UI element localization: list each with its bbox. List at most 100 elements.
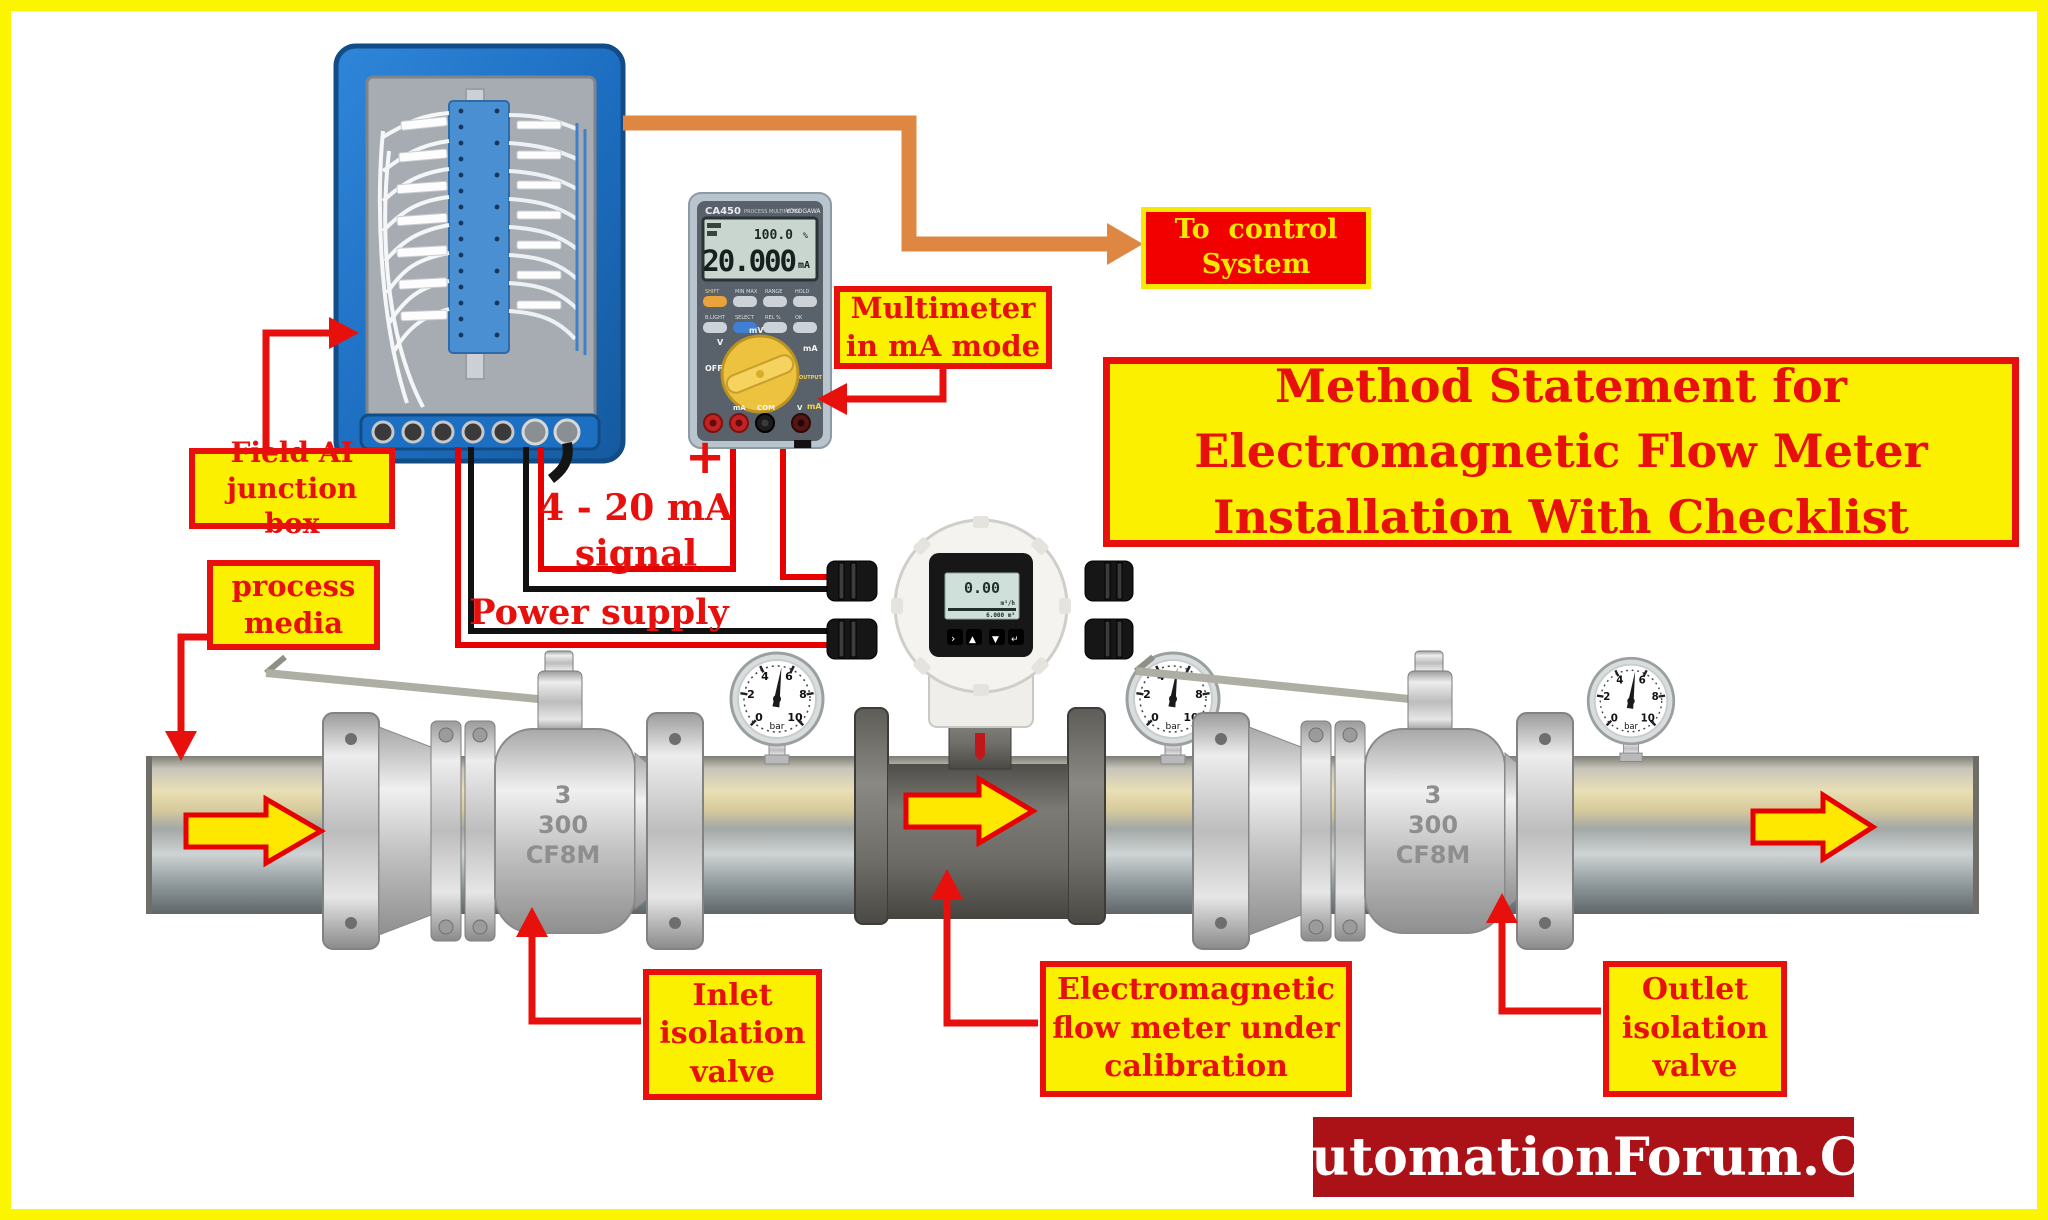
lcd-main-value: 20.000 xyxy=(702,244,795,278)
multimeter-mode-text: Multimeter in mA mode xyxy=(845,291,1041,363)
process-media-text: process media xyxy=(231,568,356,640)
multimeter-terminals: mA COM V xyxy=(703,404,811,433)
inlet-isolation-valve: 3 300 CF8M xyxy=(264,650,704,950)
gauge-tick: 8 xyxy=(1195,688,1203,701)
title-box: Method Statement for Electromagnetic Flo… xyxy=(1103,357,2019,547)
cable-glands xyxy=(359,413,601,483)
signal-and-power-wires xyxy=(455,445,835,648)
inlet-valve-text: Inlet isolation valve xyxy=(659,977,806,1090)
multimeter-lcd: 100.0 % 20.000 mA xyxy=(701,216,819,282)
gauge-unit: bar xyxy=(1624,721,1638,731)
flow-arrows xyxy=(183,774,1878,868)
transmitter-buttons: › ▲ ▼ ↵ xyxy=(947,629,1024,645)
btn-label: HOLD xyxy=(795,289,809,295)
gauge-tick: 6 xyxy=(785,670,793,683)
multimeter: CA450 PROCESS MULTIMETER YOKOGAWA 100.0 … xyxy=(688,192,832,449)
wire-signal-black xyxy=(523,447,835,592)
callout-arrowheads xyxy=(165,317,1518,937)
inlet-valve-label: Inlet isolation valve xyxy=(643,969,822,1100)
gauge-tick: 2 xyxy=(1143,688,1151,701)
dial-ma-label: mA xyxy=(803,344,818,353)
em-flow-meter-label: Electromagnetic flow meter under calibra… xyxy=(1040,961,1352,1097)
wire-power-black xyxy=(468,447,835,634)
callout-connectors xyxy=(177,329,1601,1027)
valve-marking: 300 xyxy=(1408,811,1458,839)
valve-marking: CF8M xyxy=(526,841,601,869)
btn-label: REL % xyxy=(765,315,781,321)
outlet-isolation-valve: 3 300 CF8M xyxy=(1134,650,1574,950)
lcd-main-unit: mA xyxy=(798,260,810,271)
polarity-plus-label: + xyxy=(685,429,725,485)
btn-label: SHIFT xyxy=(705,289,720,295)
outlet-valve-label: Outlet isolation valve xyxy=(1603,961,1787,1097)
logo-banner: AutomationForum.Co xyxy=(1271,1117,1896,1197)
valve-marking: 3 xyxy=(1425,781,1442,809)
field-junction-box-label: Field AI junction box xyxy=(189,436,395,540)
flow-transmitter: 0.00 m³/h 6.000 m³ › ▲ ▼ ↵ xyxy=(826,516,1134,728)
power-supply-text: Power supply xyxy=(469,591,729,633)
btn-label: B.LIGHT xyxy=(705,315,726,321)
connector-flow-meter xyxy=(943,895,1038,1027)
gauge-tick: 8 xyxy=(799,688,807,701)
power-supply-label: Power supply xyxy=(459,591,739,633)
connector-process-media xyxy=(177,633,207,733)
gauge-tick: 4 xyxy=(1616,675,1623,686)
gauge-unit: bar xyxy=(770,722,785,732)
svg-text:›: › xyxy=(951,632,955,645)
diagram-graphics: CA450 PROCESS MULTIMETER YOKOGAWA 100.0 … xyxy=(146,43,1979,1027)
gauge-tick: 6 xyxy=(1639,675,1646,686)
pressure-gauge-upstream: 0 2 4 6 8 10 bar xyxy=(729,651,825,765)
pressure-gauge-downstream: 0 2 4 6 8 10 bar xyxy=(1586,656,1676,762)
transmitter-lcd-unit: m³/h xyxy=(1001,600,1016,607)
dial-mv-label: mV xyxy=(749,326,764,335)
signal-4-20ma-text: 4 - 20 mA signal xyxy=(539,486,733,575)
flow-arrow-middle xyxy=(903,774,1038,848)
valve-marking: 3 xyxy=(555,781,572,809)
gauge-tick: 8 xyxy=(1652,692,1659,703)
to-control-system-text: To control System xyxy=(1174,214,1338,280)
wire-signal-red-from-meter xyxy=(780,445,835,580)
wire-ferrules xyxy=(396,116,448,322)
logo-text: AutomationForum.Co xyxy=(1271,1126,1896,1188)
process-media-label: process media xyxy=(207,560,380,650)
gauge-unit: bar xyxy=(1166,722,1181,732)
orange-signal-arrow xyxy=(623,115,1143,265)
em-flow-meter-text: Electromagnetic flow meter under calibra… xyxy=(1052,972,1340,1085)
terminal-v-label: V xyxy=(797,404,803,412)
valve-marking: 300 xyxy=(538,811,588,839)
flow-arrow-left xyxy=(183,794,326,868)
transmitter-lcd-total: 6.000 m³ xyxy=(986,612,1015,619)
gauge-tick: 2 xyxy=(1603,692,1610,703)
transmitter-lcd-value: 0.00 xyxy=(964,579,1000,597)
btn-label: MIN MAX xyxy=(735,289,758,295)
outlet-valve-text: Outlet isolation valve xyxy=(1621,972,1769,1085)
dial-v-label: V xyxy=(717,338,724,347)
to-control-system-box: To control System xyxy=(1141,207,1371,289)
junction-box xyxy=(333,43,626,483)
gauge-tick: 0 xyxy=(1611,713,1618,724)
flow-arrow-right xyxy=(1750,790,1878,864)
gauge-tick: 0 xyxy=(755,711,763,724)
connector-outlet-valve xyxy=(1498,919,1601,1015)
svg-text:▼: ▼ xyxy=(992,635,999,645)
wiring-right xyxy=(508,113,579,341)
gauge-tick: 10 xyxy=(1641,713,1655,724)
transmitter-cable-glands xyxy=(826,560,1134,660)
valve-marking: CF8M xyxy=(1396,841,1471,869)
svg-text:↵: ↵ xyxy=(1011,635,1019,645)
btn-label: RANGE xyxy=(765,289,782,295)
terminal-com-label: COM xyxy=(757,404,775,412)
polarity-minus-label: - xyxy=(791,409,814,474)
wire-signal-red-to-meter xyxy=(538,445,736,572)
multimeter-mode-label: Multimeter in mA mode xyxy=(834,286,1052,369)
btn-label: OK xyxy=(795,315,803,321)
connector-field-junction-box xyxy=(262,329,333,448)
multimeter-buttons: SHIFT MIN MAX RANGE HOLD B.LIGHT SELECT … xyxy=(703,289,817,333)
terminal-ma-label: mA xyxy=(733,404,746,412)
connector-multimeter xyxy=(845,369,947,403)
plus-sign: + xyxy=(685,429,726,485)
signal-4-20ma-label: 4 - 20 mA signal xyxy=(516,487,756,575)
electromagnetic-flow-meter: 0.00 m³/h 6.000 m³ › ▲ ▼ ↵ xyxy=(826,516,1134,925)
wire-power-red xyxy=(455,447,835,648)
